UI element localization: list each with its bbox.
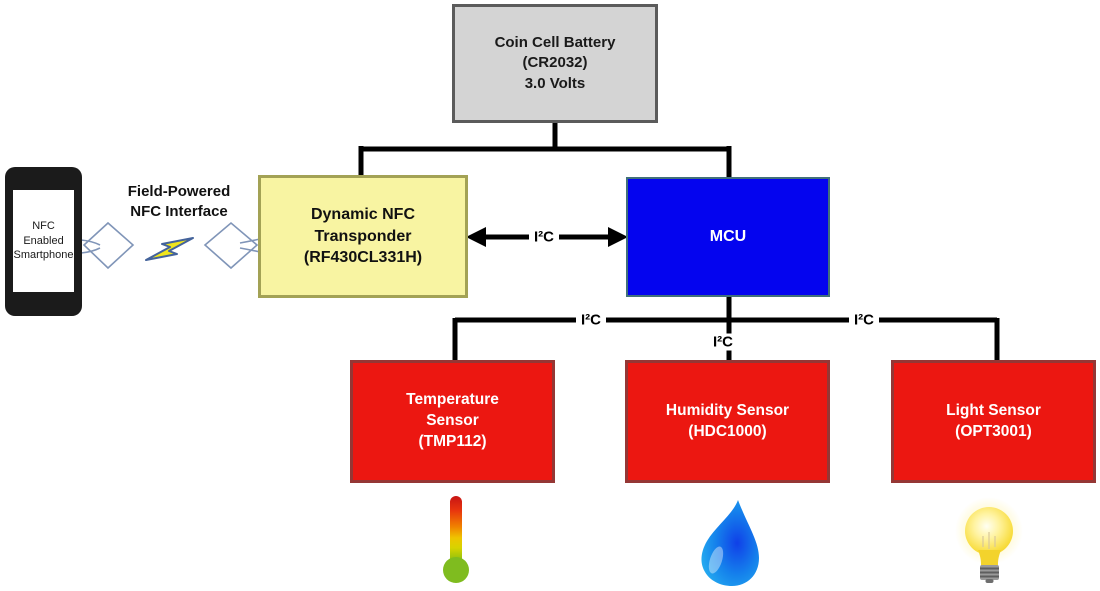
arrowhead-right	[608, 227, 628, 247]
i2c-label-transponder-mcu: I²C	[529, 228, 559, 246]
thermometer-icon	[443, 496, 469, 583]
sensor-bus-wires	[452, 295, 1000, 362]
light-sensor-block: Light Sensor (OPT3001)	[891, 360, 1096, 483]
coin-cell-battery-block: Coin Cell Battery (CR2032) 3.0 Volts	[452, 4, 658, 123]
antenna-coil-icon	[82, 221, 135, 270]
antenna-coil-icon	[203, 221, 259, 270]
nfc-field-link	[80, 221, 261, 270]
light-bulb-icon	[955, 497, 1023, 583]
water-drop-icon	[701, 500, 759, 586]
i2c-label-humidity-branch: I²C	[708, 333, 738, 351]
nfc-transponder-block: Dynamic NFC Transponder (RF430CL331H)	[258, 175, 468, 298]
smartphone-screen-label: NFC Enabled Smartphone	[13, 190, 74, 292]
antenna-feed-line	[80, 247, 101, 254]
humidity-sensor-block: Humidity Sensor (HDC1000)	[625, 360, 830, 483]
nfc-interface-label: Field-Powered NFC Interface	[127, 183, 231, 221]
smartphone-icon: NFC Enabled Smartphone	[5, 167, 82, 316]
antenna-feed-line	[80, 239, 101, 246]
temperature-sensor-block: Temperature Sensor (TMP112)	[350, 360, 555, 483]
lightning-bolt-icon	[145, 237, 194, 261]
i2c-label-light-branch: I²C	[849, 311, 879, 329]
mcu-block: MCU	[626, 177, 830, 297]
i2c-label-temperature-branch: I²C	[576, 311, 606, 329]
arrowhead-left	[466, 227, 486, 247]
power-wires	[358, 121, 732, 179]
